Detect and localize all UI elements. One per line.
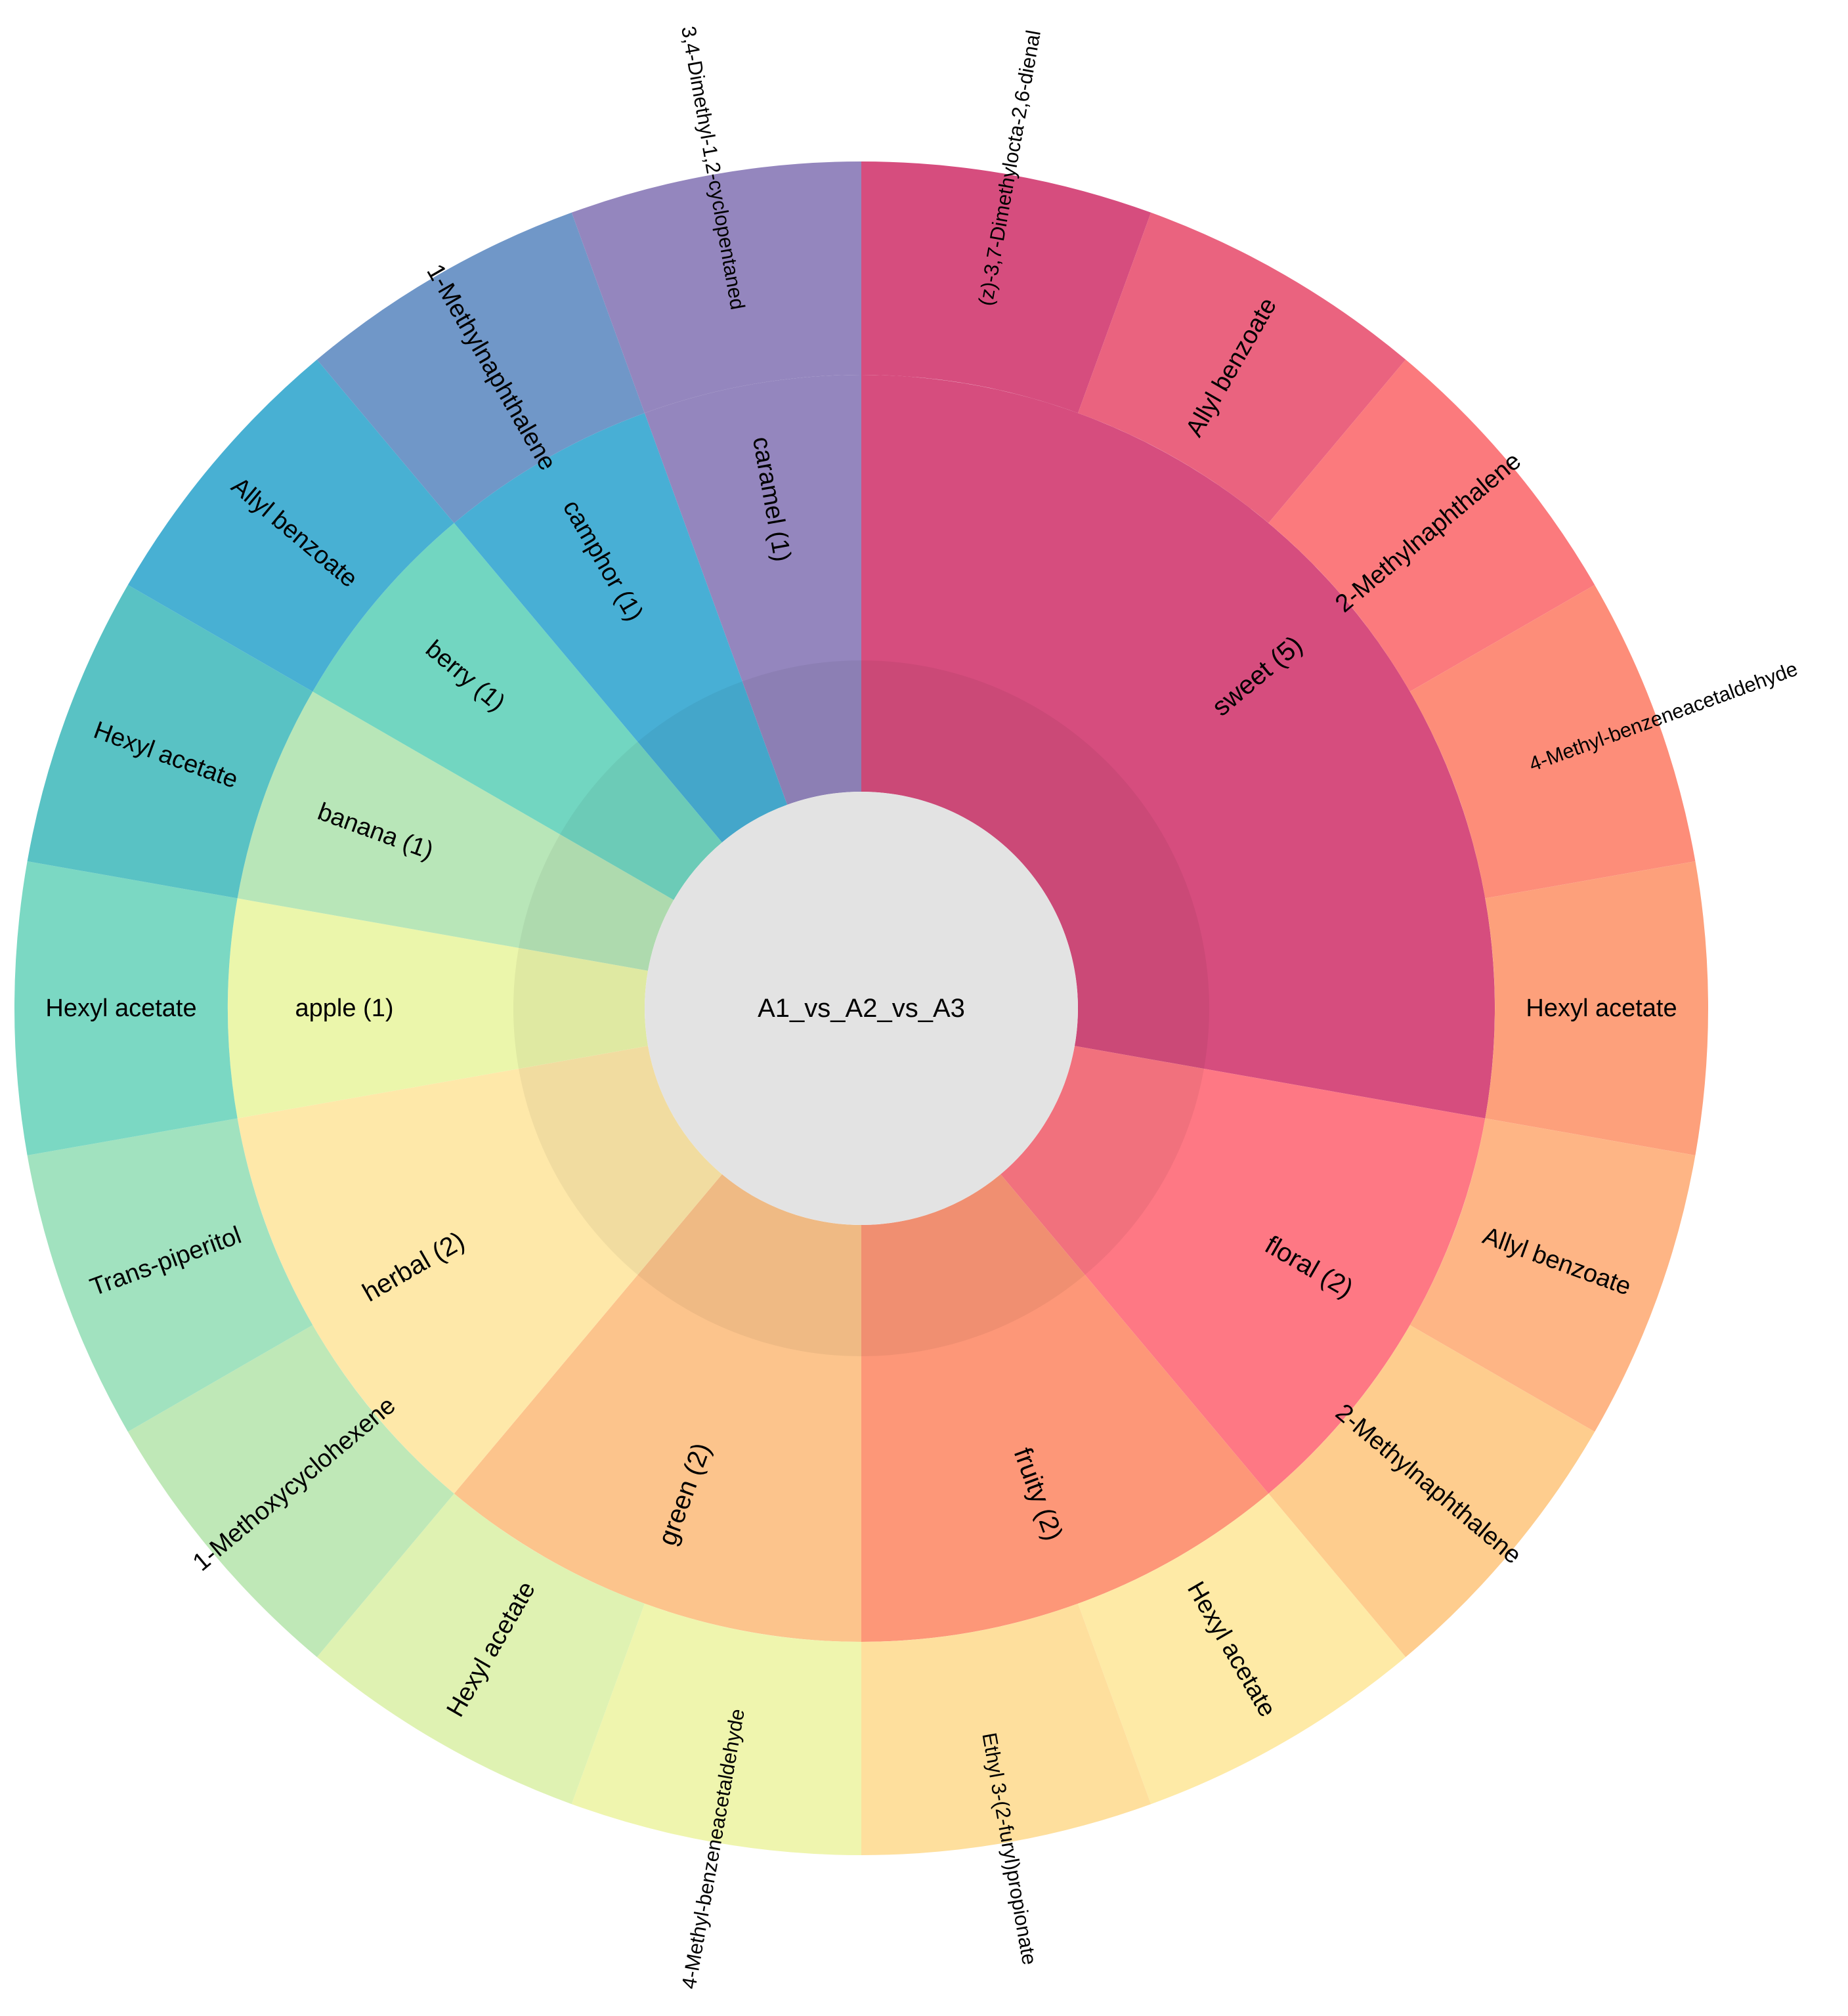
outer-segment-sweet-hexyl-acetate: [1485, 861, 1708, 1156]
outer-label-sweet-hexyl-acetate: Hexyl acetate: [1526, 995, 1677, 1022]
inner-shade-apple: [513, 947, 649, 1069]
outer-segment-sweet-z-3-7-dimethylocta-2-6-dienal: [861, 161, 1151, 414]
inner-segment-fruity: [861, 1174, 1269, 1642]
inner-shade-herbal: [519, 1046, 722, 1276]
outer-segment-sweet-4-methyl-benzeneacetaldehyde: [1409, 585, 1696, 899]
inner-segment-apple: [228, 898, 649, 1119]
inner-shade-sweet: [861, 660, 1209, 1069]
inner-segment-floral: [1000, 1046, 1486, 1494]
inner-segment-herbal: [237, 1046, 722, 1494]
inner-segment-berry: [312, 523, 722, 900]
outer-segment-sweet-2-methylnaphthalene: [1268, 359, 1595, 692]
inner-label-apple: apple (1): [295, 995, 394, 1022]
inner-shade-banana: [519, 834, 674, 971]
outer-segment-floral-2-methylnaphthalene: [1268, 1325, 1595, 1658]
center-disc: [645, 792, 1078, 1225]
outer-segment-herbal-trans-piperitol: [27, 1118, 313, 1432]
inner-shade-floral: [1000, 1046, 1204, 1276]
segments-layer: [14, 161, 1708, 1855]
outer-segment-fruity-ethyl-3-2-furyl-propionate: [861, 1603, 1151, 1855]
inner-shade-camphor: [637, 681, 788, 843]
outer-segment-green-4-methyl-benzeneacetaldehyde: [571, 1603, 861, 1855]
outer-segment-apple-hexyl-acetate: [14, 861, 238, 1156]
outer-segment-fruity-hexyl-acetate: [1078, 1493, 1406, 1805]
inner-segment-sweet: [861, 375, 1495, 1119]
inner-shade-fruity: [861, 1174, 1085, 1356]
inner-segment-camphor: [454, 413, 788, 843]
outer-segment-floral-allyl-benzoate: [1409, 1118, 1696, 1432]
inner-segment-green: [454, 1174, 861, 1642]
outer-segment-green-hexyl-acetate: [316, 1493, 645, 1805]
inner-segment-banana: [237, 691, 674, 971]
outer-segment-herbal-1-methoxycyclohexene: [127, 1325, 454, 1658]
outer-segment-caramel-3-4-dimethyl-1-2-cyclopentaned: [571, 161, 861, 414]
inner-shade-green: [637, 1174, 861, 1356]
outer-label-apple-hexyl-acetate: Hexyl acetate: [45, 995, 196, 1022]
center-label: A1_vs_A2_vs_A3: [758, 994, 965, 1023]
outer-segment-berry-allyl-benzoate: [127, 359, 454, 692]
outer-segment-sweet-allyl-benzoate: [1078, 212, 1406, 523]
inner-shade-caramel: [742, 660, 861, 805]
outer-segment-banana-hexyl-acetate: [27, 585, 313, 899]
inner-segment-caramel: [644, 375, 861, 805]
inner-shade-berry: [560, 741, 722, 900]
outer-segment-camphor-1-methylnaphthalene: [316, 212, 645, 523]
